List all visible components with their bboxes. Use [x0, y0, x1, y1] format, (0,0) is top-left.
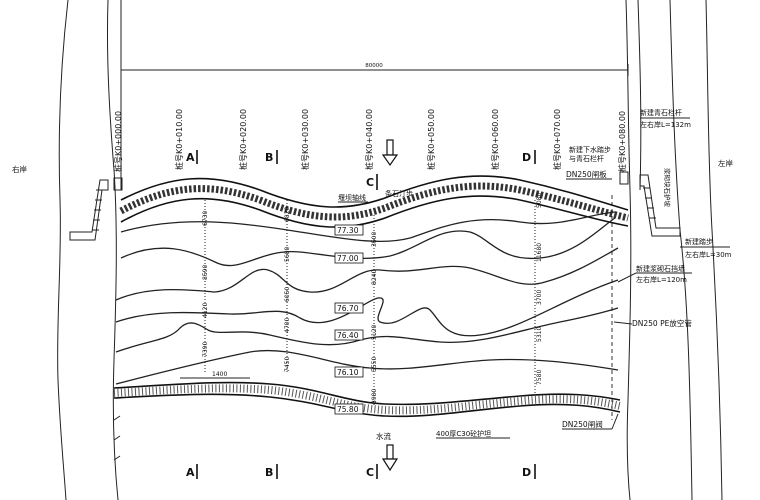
- dim-40-0: 3500: [371, 232, 378, 247]
- bank-ticks: [113, 415, 121, 461]
- dim-20-2: 6050: [284, 287, 291, 302]
- apron-label: 400厚C30砼护坦: [436, 429, 491, 438]
- dim-20-3: 4700: [284, 318, 291, 333]
- station-label-3: 桩号K0+030.00: [300, 109, 310, 170]
- gate-valve-label: DN250闸阀: [562, 420, 603, 429]
- elevation-7610: 76.10: [337, 368, 359, 377]
- section-mark-b-bottom: B: [265, 466, 273, 479]
- dim-70-2: 3700: [536, 290, 543, 305]
- dim-40-4: 3980: [371, 389, 378, 404]
- station-label-4: 桩号K0+040.00: [364, 109, 374, 170]
- section-mark-b-top: B: [265, 151, 273, 164]
- dim-70-4: 7580: [536, 370, 543, 385]
- stairs-railing-label-2: 与青石栏杆: [569, 154, 604, 163]
- embankment-note: 浆砌块石护坡: [663, 168, 672, 208]
- dim-10-1: 8590: [202, 265, 209, 280]
- right-bank-stairs: [69, 177, 123, 241]
- left-bank-lines: [625, 0, 723, 500]
- stepping-stones-band: [119, 175, 629, 228]
- section-mark-a-bottom: A: [186, 466, 195, 479]
- dim-20-4: 7450: [284, 357, 291, 372]
- dim-10-2: 4120: [202, 303, 209, 318]
- railing-length-label: 左右岸L=132m: [640, 120, 691, 129]
- stairs-railing-label-1: 新建下水踏步: [569, 145, 611, 154]
- elevation-7580: 75.80: [337, 405, 359, 414]
- dim-40-3: 5550: [371, 357, 378, 372]
- dim-20-1: 5680: [284, 247, 291, 262]
- elevation-7730: 77.30: [337, 226, 359, 235]
- station-label-2: 桩号K0+020.00: [238, 109, 248, 170]
- contour-lines: [115, 211, 619, 385]
- dim-70-3: 5310: [536, 327, 543, 342]
- overall-dimension: 80000: [120, 63, 629, 76]
- wall-length-label: 左右岸L=120m: [636, 275, 687, 284]
- dimension-labels: 6730 8590 4120 7390 6820 5680 6050 4700 …: [180, 193, 543, 404]
- left-bank-stairs: [619, 171, 681, 237]
- left-bank-label: 左岸: [718, 158, 733, 168]
- elevation-labels: 77.30 77.00 76.70 76.40 76.10 75.80: [334, 224, 364, 415]
- section-mark-d-bottom: D: [522, 466, 531, 479]
- dim-10-0: 6730: [202, 211, 209, 226]
- flow-arrow-top-icon: [381, 139, 399, 167]
- section-marks-bottom: A B C D: [186, 464, 536, 479]
- station-label-6: 桩号K0+060.00: [490, 109, 500, 170]
- section-mark-d-top: D: [522, 151, 531, 164]
- dim-70-1: 11680: [536, 243, 543, 262]
- overall-dimension-label: 80000: [365, 63, 383, 69]
- station-lines: [204, 195, 613, 420]
- station-label-0: 桩号K0+000.00: [113, 111, 123, 172]
- station-labels: 桩号K0+000.00 桩号K0+010.00 桩号K0+020.00 桩号K0…: [113, 109, 627, 172]
- section-mark-c-top: C: [366, 176, 374, 189]
- dim-bottom-offset: 1400: [212, 371, 227, 378]
- new-stairs-label: 新建踏步: [685, 237, 713, 246]
- weir-axis-label: 堰坝轴线: [338, 193, 366, 202]
- right-bank-label: 右岸: [12, 164, 27, 174]
- retaining-wall-label: 新建浆砌石挡墙: [636, 264, 685, 273]
- stone-railing-label: 新建青石栏杆: [640, 108, 682, 117]
- stairs-length-label: 左右岸L=30m: [685, 250, 732, 259]
- station-label-7: 桩号K0+070.00: [552, 109, 562, 170]
- dn250-valve-top-label: DN250闸板: [566, 169, 607, 179]
- elevation-7670: 76.70: [337, 304, 359, 313]
- apron-band: [113, 381, 621, 418]
- elevation-7640: 76.40: [337, 331, 359, 340]
- annotations: 堰坝轴线 条石汀步 DN250闸板 新建青石栏杆 左右岸L=132m 新建下水踏…: [338, 108, 732, 439]
- section-marks-top: A B C D: [186, 150, 536, 190]
- elevation-7700: 77.00: [337, 254, 359, 263]
- dim-20-0: 6820: [284, 207, 291, 222]
- stepping-stones-label: 条石汀步: [385, 189, 413, 198]
- right-bank-lines: [57, 0, 122, 500]
- dim-10-3: 7390: [202, 342, 209, 357]
- section-mark-a-top: A: [186, 151, 195, 164]
- station-label-5: 桩号K0+050.00: [426, 109, 436, 170]
- dim-40-1: 8240: [371, 270, 378, 285]
- flow-label: 水流: [376, 431, 391, 441]
- station-label-1: 桩号K0+010.00: [174, 109, 184, 170]
- dim-40-2: 5120: [371, 325, 378, 340]
- dim-70-0: 5080: [536, 193, 543, 208]
- station-label-8: 桩号K0+080.00: [617, 111, 627, 172]
- pe-pipe-label: DN250 PE放空管: [632, 318, 692, 328]
- flow-arrow-bottom-icon: [381, 444, 399, 472]
- section-mark-c-bottom: C: [366, 466, 374, 479]
